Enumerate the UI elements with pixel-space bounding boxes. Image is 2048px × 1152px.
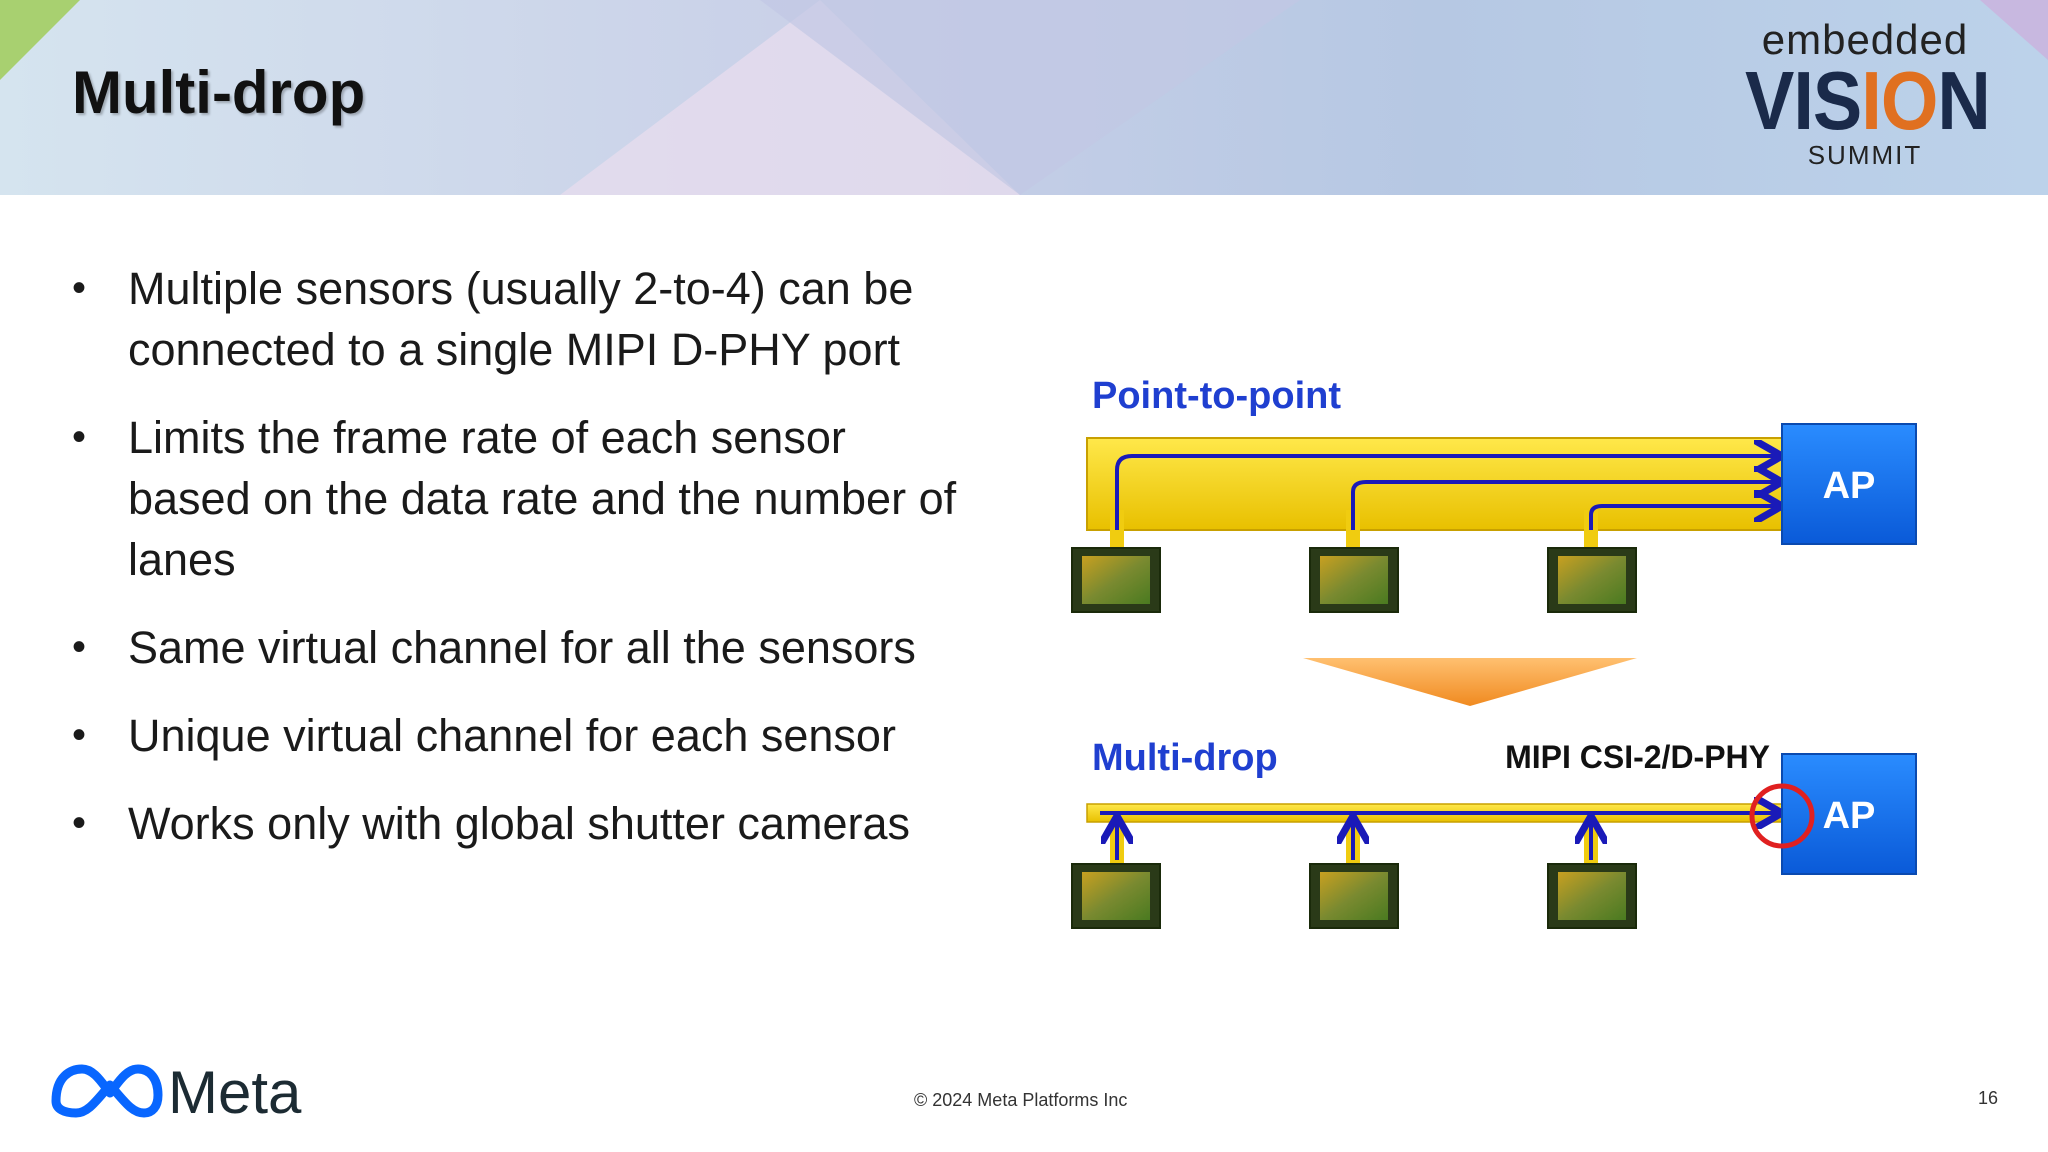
bottom-ap-block	[1781, 753, 1917, 875]
bullet-text: Limits the frame rate of each sensor bas…	[128, 412, 957, 585]
meta-wordmark: Meta	[168, 1059, 302, 1125]
pink-triangle-shape	[560, 0, 1020, 195]
embedded-vision-summit-logo: embedded VISION SUMMIT	[1745, 16, 1991, 178]
lavender-triangle-shape	[760, 0, 1300, 195]
bottom-sensor-2	[1309, 863, 1399, 929]
slide-header: Multi-drop embedded VISION SUMMIT	[0, 0, 2048, 195]
sensor-1-link-arrow	[1115, 456, 1778, 530]
top-ap-block	[1781, 423, 1917, 545]
logo-line-vision: VISION	[1745, 53, 1991, 147]
bullet-item: • Works only with global shutter cameras	[72, 793, 972, 854]
logo-vis: VIS	[1745, 53, 1862, 147]
bullet-text: Multiple sensors (usually 2-to-4) can be…	[128, 263, 914, 375]
logo-n: N	[1937, 53, 1990, 147]
copyright-text: © 2024 Meta Platforms Inc	[914, 1090, 1128, 1110]
sensor-2-link-arrow	[1351, 482, 1778, 530]
top-sensor-1	[1071, 547, 1161, 613]
bottom-ap-label: AP	[1823, 795, 1876, 837]
bullet-text: Same virtual channel for all the sensors	[128, 622, 916, 673]
bullet-dot-icon: •	[72, 801, 87, 845]
bullet-text: Unique virtual channel for each sensor	[128, 710, 896, 761]
bullet-text: Works only with global shutter cameras	[128, 798, 910, 849]
bottom-sensor-1	[1071, 863, 1161, 929]
bullet-item: • Unique virtual channel for each sensor	[72, 705, 972, 766]
bullet-item: • Limits the frame rate of each sensor ba…	[72, 407, 972, 590]
bullet-dot-icon: •	[72, 713, 87, 757]
logo-line-embedded: embedded	[1761, 16, 1969, 63]
bullet-item: • Multiple sensors (usually 2-to-4) can b…	[72, 258, 972, 380]
meta-infinity-icon	[51, 1064, 163, 1118]
bullet-dot-icon: •	[72, 415, 87, 459]
green-corner-shape	[0, 0, 80, 80]
purple-corner-shape	[1980, 0, 2048, 60]
header-decoration	[0, 0, 2048, 195]
page-number: 16	[1978, 1088, 1999, 1108]
port-highlight-circle	[1749, 783, 1815, 849]
top-ap-label: AP	[1823, 465, 1876, 507]
top-sensor-2	[1309, 547, 1399, 613]
multi-drop-label: Multi-drop	[1092, 737, 1278, 779]
slide-title: Multi-drop	[72, 59, 366, 126]
logo-io: IO	[1861, 53, 1938, 147]
bottom-sensor-3	[1547, 863, 1637, 929]
sensor-3-link-arrow	[1589, 506, 1778, 530]
multi-drop-diagram: Point-to-point AP Multi-drop MIPI CSI-2/…	[1071, 375, 1917, 929]
bullet-dot-icon: •	[72, 625, 87, 669]
bullet-dot-icon: •	[72, 266, 87, 310]
bullet-item: • Same virtual channel for all the sensor…	[72, 617, 972, 678]
bullet-list: • Multiple sensors (usually 2-to-4) can b…	[72, 258, 972, 881]
bus-protocol-label: MIPI CSI-2/D-PHY	[1505, 739, 1770, 775]
meta-logo: Meta	[51, 1059, 302, 1125]
transition-arrow	[1303, 658, 1637, 706]
top-sensor-3	[1547, 547, 1637, 613]
logo-line-summit: SUMMIT	[1807, 140, 1923, 170]
point-to-point-label: Point-to-point	[1092, 375, 1341, 417]
